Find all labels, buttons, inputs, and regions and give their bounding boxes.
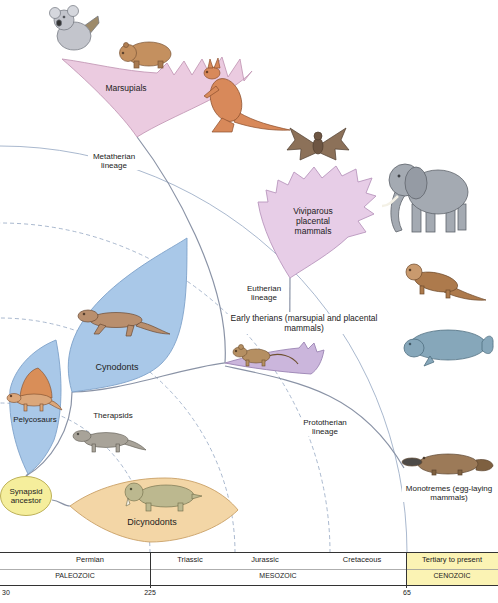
- manatee-figure: [404, 330, 493, 366]
- marsupial-clade: Marsupials: [62, 45, 252, 137]
- elephant-figure: [382, 164, 468, 232]
- clade-outline: [62, 45, 252, 137]
- cenozoic-band: [407, 553, 498, 585]
- timeline-divider: [406, 553, 407, 588]
- cynodont-clade: Cynodonts: [62, 238, 192, 392]
- timeline-rule: [0, 552, 498, 553]
- clade-outline: [6, 340, 64, 474]
- timeline-divider: [150, 553, 151, 588]
- early-therian-clade: Early therians (marsupial and placental …: [225, 312, 383, 374]
- lineage-label: Therapsids: [93, 411, 133, 420]
- time-value: 225: [144, 589, 156, 597]
- koala-figure: [50, 6, 100, 51]
- clade-label: Synapsid ancestor: [4, 487, 48, 505]
- pelycosaur-clade: Pelycosaurs: [6, 340, 64, 474]
- time-arc: [0, 223, 330, 553]
- time-value: 65: [403, 589, 411, 597]
- clade-label: Marsupials: [95, 84, 157, 94]
- period-label: Permian: [76, 556, 104, 565]
- lineage-label: Prototherian lineage: [294, 418, 356, 436]
- clade-outline: [70, 476, 238, 544]
- period-label: Jurassic: [251, 556, 279, 565]
- lineage-label: Monotremes (egg-laying mammals): [402, 484, 496, 502]
- era-label: MESOZOIC: [259, 572, 296, 580]
- timeline-rule: [0, 585, 498, 586]
- timeline-rule: [0, 569, 498, 570]
- time-value: 30: [2, 589, 10, 597]
- era-label: PALEOZOIC: [55, 572, 95, 580]
- lineage-line: [289, 278, 290, 312]
- clade-label: Pelycosaurs: [8, 415, 62, 424]
- ancestor-ellipse: Synapsid ancestor: [0, 476, 52, 516]
- period-label: Triassic: [177, 556, 203, 565]
- lineage-label: Eutherian lineage: [241, 284, 287, 302]
- era-label: CENOZOIC: [434, 572, 471, 580]
- ferret-figure: [406, 264, 486, 300]
- lineage-line: [52, 500, 70, 506]
- prototherian-line: [225, 366, 404, 468]
- placental-clade: Viviparous placental mammals: [258, 166, 376, 278]
- clade-label: Cynodonts: [86, 362, 148, 372]
- clade-label: Dicynodonts: [112, 517, 192, 527]
- clade-label: Viviparous placental mammals: [285, 207, 341, 236]
- platypus-figure: [402, 454, 493, 475]
- dicynodont-clade: Dicynodonts: [70, 476, 238, 544]
- period-label: Tertiary to present: [422, 556, 482, 565]
- bat-figure: [287, 128, 349, 160]
- time-arc: [0, 146, 407, 553]
- therapsid-figure: [73, 431, 146, 453]
- period-label: Cretaceous: [343, 556, 381, 565]
- clade-label: Early therians (marsupial and placental …: [227, 314, 381, 334]
- lineage-label: Metatherian lineage: [88, 152, 140, 170]
